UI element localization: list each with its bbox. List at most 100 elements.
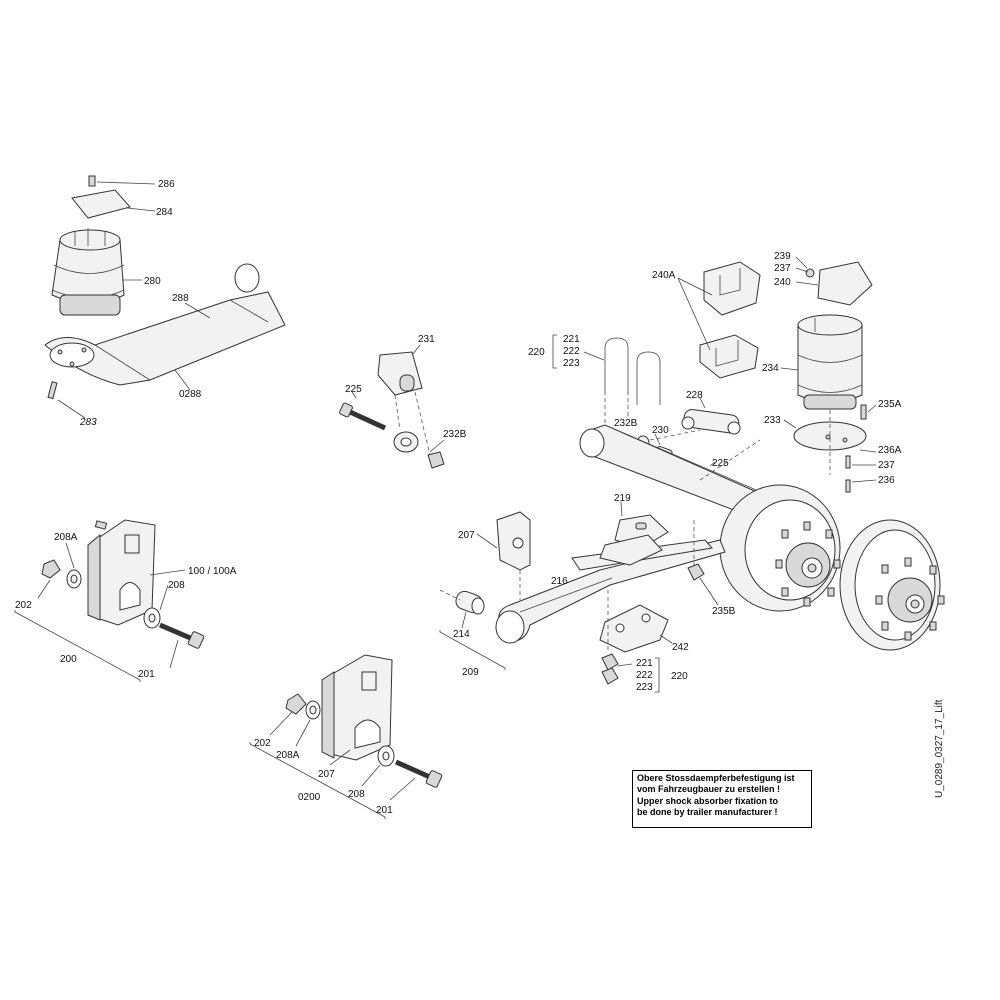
bolt-236 xyxy=(845,479,851,493)
nut-235b xyxy=(687,520,719,606)
label-235b: 235B xyxy=(712,606,736,617)
label-223-top: 223 xyxy=(563,358,580,369)
label-201-a: 201 xyxy=(138,669,155,680)
label-288: 288 xyxy=(172,293,189,304)
label-225-left: 225 xyxy=(345,384,362,395)
label-231: 231 xyxy=(418,334,435,345)
lift-arm-288 xyxy=(44,263,286,386)
label-236: 236 xyxy=(878,475,895,486)
label-237-bottom: 237 xyxy=(878,460,895,471)
drawing-code: U_0289_0327_17_Lift xyxy=(934,699,945,798)
label-0200: 0200 xyxy=(298,792,321,803)
label-232b-center: 232B xyxy=(614,418,638,429)
bolt-201-b xyxy=(394,759,443,788)
label-219: 219 xyxy=(614,493,631,504)
bracket-231 xyxy=(377,351,423,396)
label-207-center: 207 xyxy=(458,530,475,541)
centerline-spring xyxy=(699,439,761,481)
label-222-top: 222 xyxy=(563,346,580,357)
label-230: 230 xyxy=(652,425,669,436)
brake-drum-left xyxy=(719,484,841,612)
seat-plate-lower xyxy=(599,534,663,566)
bolt-237 xyxy=(845,455,851,469)
clamp-plate-219 xyxy=(599,501,669,566)
axle-beam xyxy=(579,424,776,521)
bolt-235a xyxy=(860,404,867,420)
label-221-top: 221 xyxy=(563,334,580,345)
top-plate-284 xyxy=(71,189,131,219)
label-232b-left: 232B xyxy=(443,429,467,440)
u-bolt-b xyxy=(636,351,661,405)
bracket-240a-upper xyxy=(703,261,761,316)
label-202-b: 202 xyxy=(254,738,271,749)
bolt-283 xyxy=(47,381,58,400)
nut-202-b xyxy=(285,693,307,715)
label-202-a: 202 xyxy=(15,600,32,611)
label-208-a: 208 xyxy=(168,580,185,591)
label-223-bottom: 223 xyxy=(636,682,653,693)
air-bellows-234 xyxy=(797,314,863,410)
label-216: 216 xyxy=(551,576,568,587)
bolt-201-a xyxy=(159,622,205,649)
bolt-225-left xyxy=(339,402,387,431)
label-240: 240 xyxy=(774,277,791,288)
bracket-231-assembly xyxy=(339,344,445,469)
label-283: 283 xyxy=(79,417,97,428)
bracket-240a-set xyxy=(677,261,761,379)
air-spring-assembly-left xyxy=(44,175,286,419)
nuts-221-223 xyxy=(601,590,660,693)
nut-239 xyxy=(805,268,815,278)
brake-disc-right xyxy=(839,519,945,651)
label-284: 284 xyxy=(156,207,173,218)
notice-line-3: Upper shock absorber fixation to xyxy=(637,795,779,806)
label-209: 209 xyxy=(462,667,479,678)
bottom-plate-242 xyxy=(599,604,673,653)
label-207-b: 207 xyxy=(318,769,335,780)
nut-202-a xyxy=(41,559,61,579)
bracket-207-center xyxy=(476,511,531,600)
label-214: 214 xyxy=(453,629,470,640)
label-222-bottom: 222 xyxy=(636,670,653,681)
label-100-100a: 100 / 100A xyxy=(188,566,237,577)
u-bolt-set xyxy=(552,334,661,425)
nut-232b-left xyxy=(427,451,445,469)
u-bolt-a xyxy=(604,337,629,395)
assembly-notice-box: Obere Stossdaempferbefestigung ist vom F… xyxy=(632,770,812,828)
hanger-bracket-0200 xyxy=(249,654,443,819)
label-220-bottom: 220 xyxy=(671,671,688,682)
label-220-top: 220 xyxy=(528,347,545,358)
shock-absorber-228 xyxy=(681,397,741,435)
top-plate-240 xyxy=(817,261,873,306)
hanger-bracket-200 xyxy=(14,519,205,682)
label-208a-b: 208A xyxy=(276,750,300,761)
label-200: 200 xyxy=(60,654,77,665)
label-280: 280 xyxy=(144,276,161,287)
label-201-b: 201 xyxy=(376,805,393,816)
label-228: 228 xyxy=(686,390,703,401)
air-bellows-280 xyxy=(51,228,125,316)
air-spring-assembly-right xyxy=(780,256,877,493)
label-234: 234 xyxy=(762,363,779,374)
wheel-studs-left xyxy=(775,521,841,607)
bracket-240a-lower xyxy=(699,334,759,379)
label-237-top: 237 xyxy=(774,263,791,274)
notice-line-2: vom Fahrzeugbauer zu erstellen ! xyxy=(637,784,781,795)
label-225-center: 225 xyxy=(712,458,729,469)
wheel-studs-right xyxy=(875,557,945,641)
label-208a-a: 208A xyxy=(54,532,78,543)
label-235a: 235A xyxy=(878,399,902,410)
label-286: 286 xyxy=(158,179,175,190)
screw-286 xyxy=(88,175,96,187)
leader-209 xyxy=(439,630,506,670)
label-239: 239 xyxy=(774,251,791,262)
bushing-214 xyxy=(439,589,485,629)
label-221-bottom: 221 xyxy=(636,658,653,669)
label-242: 242 xyxy=(672,642,689,653)
notice-line-4: be done by trailer manufacturer ! xyxy=(637,806,778,817)
label-236a: 236A xyxy=(878,445,902,456)
label-208-b: 208 xyxy=(348,789,365,800)
label-0288: 0288 xyxy=(179,389,202,400)
label-233: 233 xyxy=(764,415,781,426)
label-240a: 240A xyxy=(652,270,676,281)
